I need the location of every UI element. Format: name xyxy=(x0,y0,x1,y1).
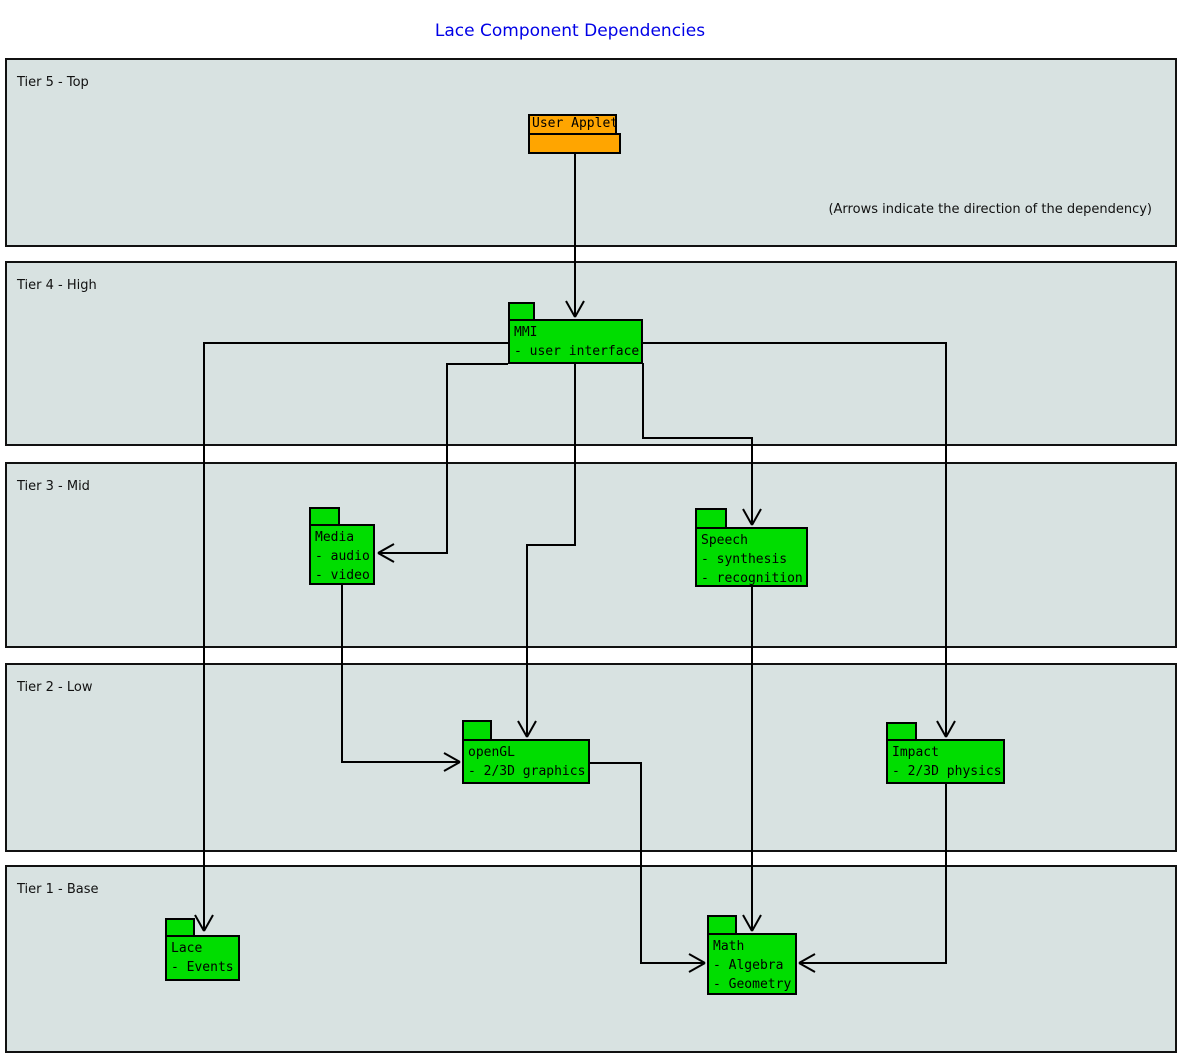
arrow-direction-note: (Arrows indicate the direction of the de… xyxy=(828,202,1152,217)
component-name: Media xyxy=(315,530,355,545)
component-media: Media - audio - video xyxy=(309,524,375,585)
component-opengl-tab xyxy=(462,720,492,741)
component-speech: Speech - synthesis - recognition xyxy=(695,527,808,587)
component-detail: - Geometry xyxy=(713,977,792,992)
tier-1-label: Tier 1 - Base xyxy=(17,882,99,897)
component-name: Impact xyxy=(892,745,939,760)
component-detail: - 2/3D graphics xyxy=(468,764,586,779)
component-detail: - user interface xyxy=(514,344,640,359)
component-name: MMI xyxy=(514,325,538,340)
tier-5-label: Tier 5 - Top xyxy=(17,75,89,90)
diagram-title: Lace Component Dependencies xyxy=(434,21,706,41)
component-opengl: openGL - 2/3D graphics xyxy=(462,739,590,784)
tier-4-label: Tier 4 - High xyxy=(17,278,97,293)
component-detail: - 2/3D physics xyxy=(892,764,1002,779)
tier-band-3-mid: Tier 3 - Mid xyxy=(5,462,1177,648)
component-detail: - synthesis xyxy=(701,552,788,567)
tier-2-label: Tier 2 - Low xyxy=(17,680,93,695)
component-detail: - video xyxy=(315,568,370,583)
component-name: User Applet xyxy=(532,116,619,131)
component-mmi: MMI - user interface xyxy=(508,319,643,364)
component-user-applet xyxy=(528,133,621,154)
tier-3-label: Tier 3 - Mid xyxy=(17,479,90,494)
component-detail: - Events xyxy=(171,960,234,975)
component-detail: - audio xyxy=(315,549,370,564)
component-name: Math xyxy=(713,939,745,954)
component-speech-tab xyxy=(695,508,727,529)
component-math: Math - Algebra - Geometry xyxy=(707,933,797,995)
component-user-applet-tab: User Applet xyxy=(528,114,619,135)
component-name: openGL xyxy=(468,745,515,760)
component-name: Speech xyxy=(701,533,748,548)
component-detail: - Algebra xyxy=(713,958,784,973)
component-lace: Lace - Events xyxy=(165,935,240,981)
tier-band-4-high: Tier 4 - High xyxy=(5,261,1177,446)
component-detail: - recognition xyxy=(701,571,803,586)
component-impact: Impact - 2/3D physics xyxy=(886,739,1005,784)
component-math-tab xyxy=(707,915,737,935)
component-name: Lace xyxy=(171,941,203,956)
